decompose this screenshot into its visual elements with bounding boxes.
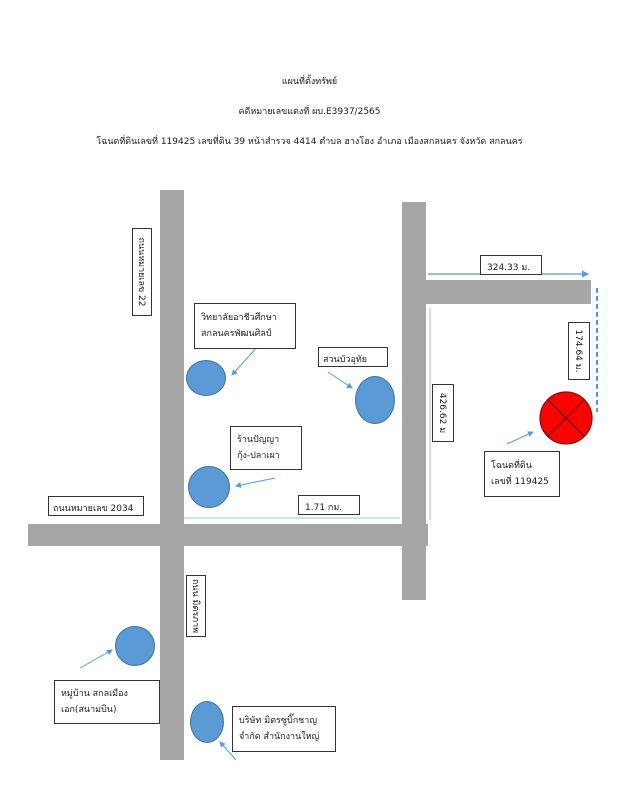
case-number: คดีหมายเลขแดงที่ ผบ.E3937/2565 [238,107,381,117]
arrow-company [219,741,237,761]
mittraphap-road-label: ถนน มิตรภาพ [186,575,206,637]
shop-marker-icon [188,466,230,508]
property-marker-icon [539,391,593,445]
right-vertical-road [402,202,426,600]
property-access-road [426,280,591,304]
arrow-property [506,431,534,445]
distance-324-label: 324.33 ม. [480,255,542,275]
arrow-village [79,649,113,669]
road-2034-label: ถนนหมายเลข 2034 [48,496,144,516]
road-22-vertical [160,190,184,760]
road-2034-horizontal [28,524,428,546]
shop-label: ร้านปัญญา กุ้ง-ปลาเผา [230,426,302,470]
arrow-shop [235,477,276,488]
deed-info: โฉนดที่ดินเลขที่ 119425 เลขที่ดิน 39 หน้… [96,137,523,147]
road-22-label: ถนนหมายเลข 22 [132,228,152,316]
arrow-park [327,371,353,389]
college-label: วิทยาลัยอาชีวศึกษา สกลนครพัฒนศิลป์ [194,303,296,349]
company-label: บริษัท มิตรซูบิ๊กชาญ จำกัด สำนักงานใหญ่ [232,706,336,752]
company-marker-icon [190,701,224,743]
village-label: หมู่บ้าน สกลเมือง เอก(สนามบิน) [54,680,160,724]
college-marker-icon [186,360,226,396]
map-title: แผนที่ตั้งทรัพย์ [281,77,338,87]
park-marker-icon [355,376,395,424]
distance-426-label: 426.62 ม [432,384,454,442]
park-label: สวนบัวอุทัย [318,347,388,367]
distance-171-label: 1.71 กม. [298,495,360,515]
property-label: โฉนดที่ดิน เลขที่ 119425 [484,451,560,497]
village-marker-icon [115,626,155,666]
distance-174-label: 174.64 ม. [568,322,590,380]
